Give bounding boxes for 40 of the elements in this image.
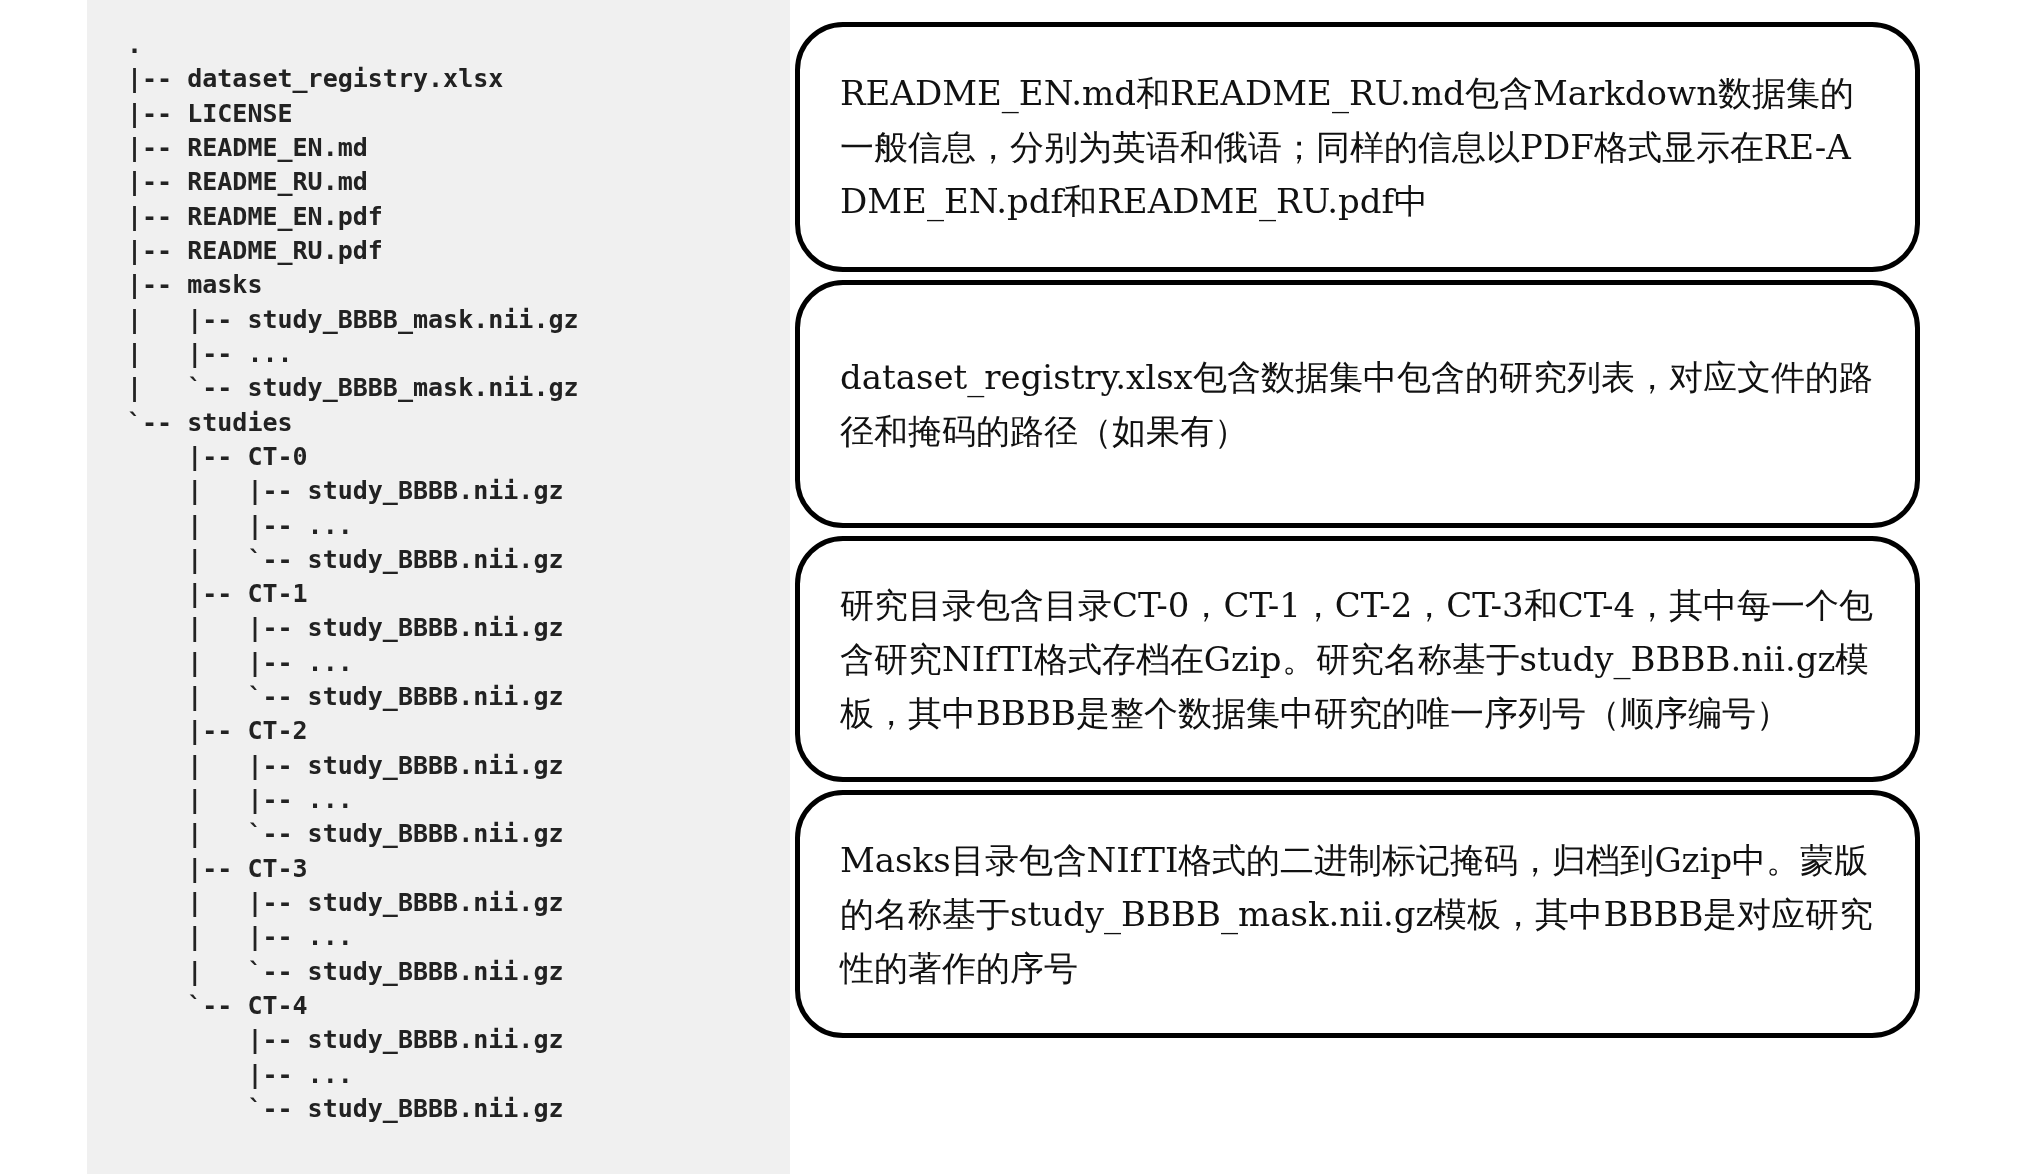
directory-tree-line: | |-- ... xyxy=(186,922,353,953)
directory-tree-line: `-- studies xyxy=(127,407,293,438)
directory-tree-line: |-- dataset_registry.xlsx xyxy=(127,64,504,95)
directory-tree-line: | |-- ... xyxy=(186,785,353,816)
directory-tree-line: |-- README_RU.md xyxy=(127,167,368,198)
directory-tree-line: | |-- ... xyxy=(186,647,353,678)
directory-tree-line: |-- study_BBBB.nii.gz xyxy=(246,1025,564,1056)
directory-tree-line: |-- LICENSE xyxy=(127,98,293,129)
directory-tree-line: | |-- ... xyxy=(127,338,293,369)
directory-tree-line: . xyxy=(127,30,143,60)
directory-tree-line: |-- README_RU.pdf xyxy=(127,235,383,266)
description-text: dataset_registry.xlsx包含数据集中包含的研究列表，对应文件的路径和掩码的路径（如果有） xyxy=(840,356,1874,453)
directory-tree-line: | |-- study_BBBB.nii.gz xyxy=(186,750,564,781)
directory-tree-line: |-- masks xyxy=(127,270,263,301)
directory-tree-line: | `-- study_BBBB.nii.gz xyxy=(186,956,564,987)
directory-tree-line: |-- CT-0 xyxy=(186,441,308,472)
directory-tree-line: | |-- study_BBBB.nii.gz xyxy=(186,476,564,507)
description-box xyxy=(795,280,1920,528)
directory-tree-line: | |-- study_BBBB_mask.nii.gz xyxy=(127,304,579,335)
directory-tree-line: | |-- study_BBBB.nii.gz xyxy=(186,888,564,919)
directory-tree-line: `-- CT-4 xyxy=(186,991,308,1022)
directory-tree-line: |-- ... xyxy=(246,1059,353,1090)
directory-tree-line: | `-- study_BBBB_mask.nii.gz xyxy=(127,373,579,404)
description-text: 研究目录包含目录CT-0，CT-1，CT-2，CT-3和CT-4，其中每一个包含研究NIfTI格式存档在Gzip。研究名称基于study_BBBB.nii.gz模板，其中BBBB是整个数据集中研究的唯一序列号（顺序编号） xyxy=(840,584,1875,735)
directory-tree-line: |-- CT-2 xyxy=(186,716,308,747)
description-text: README_EN.md和README_RU.md包含Markdown数据集的一般信息，分别为英语和俄语；同样的信息以PDF格式显示在RE-ADME_EN.pdf和README_RU.pdf中 xyxy=(840,72,1856,224)
directory-tree-line: | |-- ... xyxy=(186,510,353,541)
directory-tree-line: | |-- study_BBBB.nii.gz xyxy=(186,613,564,644)
directory-tree-line: | `-- study_BBBB.nii.gz xyxy=(186,682,564,713)
description-box xyxy=(795,790,1920,1038)
directory-tree-line: |-- README_EN.md xyxy=(127,132,368,163)
directory-tree-line: | `-- study_BBBB.nii.gz xyxy=(186,544,564,575)
directory-tree-line: |-- CT-3 xyxy=(186,853,308,884)
directory-tree-line: |-- CT-1 xyxy=(186,579,308,610)
directory-tree-line: `-- study_BBBB.nii.gz xyxy=(246,1094,564,1124)
description-box xyxy=(795,536,1920,782)
description-text: Masks目录包含NIfTI格式的二进制标记掩码，归档到Gzip中。蒙版的名称基于study_BBBB_mask.nii.gz模板，其中BBBB是对应研究性的著作的序号 xyxy=(840,839,1875,990)
directory-tree-line: | `-- study_BBBB.nii.gz xyxy=(186,819,564,850)
description-box xyxy=(795,22,1920,272)
directory-tree-line: |-- README_EN.pdf xyxy=(127,201,383,232)
